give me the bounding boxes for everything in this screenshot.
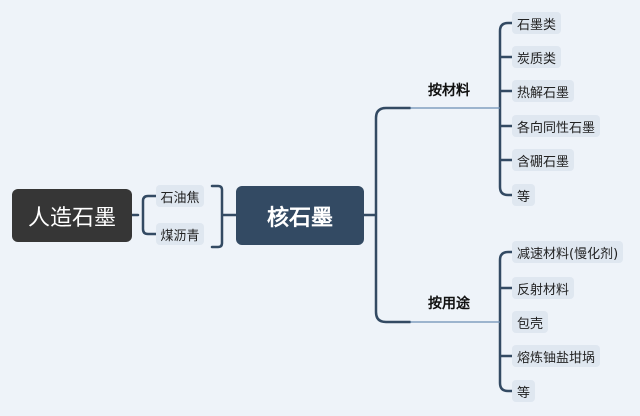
connector-center-branches — [362, 106, 412, 324]
item-etc-material[interactable]: 等 — [512, 184, 536, 206]
branch-by-use[interactable]: 按用途 — [428, 296, 470, 312]
material-coal-tar-pitch[interactable]: 煤沥青 — [156, 223, 204, 245]
item-isotropic-graphite[interactable]: 各向同性石墨 — [512, 115, 601, 137]
connector-materials-center — [210, 184, 238, 249]
item-cladding[interactable]: 包壳 — [512, 311, 549, 333]
item-etc-use[interactable]: 等 — [512, 380, 536, 402]
root-node[interactable]: 人造石墨 — [12, 189, 132, 242]
item-crucible[interactable]: 熔炼铀盐坩埚 — [512, 345, 601, 367]
item-pyrolytic-graphite[interactable]: 热解石墨 — [512, 80, 575, 102]
item-carbon-type[interactable]: 炭质类 — [512, 46, 562, 68]
branch-by-material[interactable]: 按材料 — [428, 83, 470, 99]
center-node[interactable]: 核石墨 — [236, 186, 364, 245]
item-graphite-type[interactable]: 石墨类 — [512, 12, 562, 34]
connector-branch1-items — [498, 21, 514, 197]
item-reflector[interactable]: 反射材料 — [512, 277, 575, 299]
item-moderator[interactable]: 减速材料(慢化剂) — [512, 241, 624, 263]
connector-root-materials — [130, 194, 158, 236]
item-boron-graphite[interactable]: 含硼石墨 — [512, 149, 575, 171]
connector-branch2-items — [498, 250, 514, 393]
material-petroleum-coke[interactable]: 石油焦 — [156, 185, 204, 207]
